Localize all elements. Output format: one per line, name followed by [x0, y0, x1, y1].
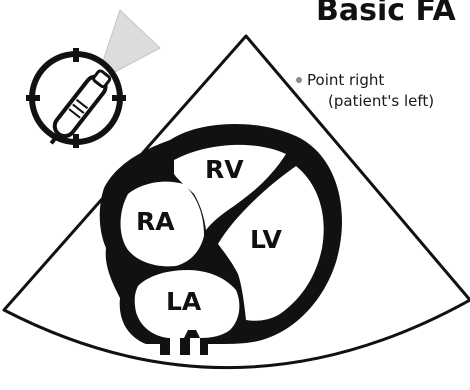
diagram-title: Basic FA	[316, 0, 457, 28]
pulmonary-vein-right	[190, 338, 200, 356]
label-ra: RA	[136, 207, 175, 236]
pulmonary-vein-left	[170, 338, 180, 356]
instruction-line-2: (patient's left)	[328, 92, 434, 110]
label-rv: RV	[205, 155, 244, 184]
instruction-bullet	[296, 77, 302, 83]
label-la: LA	[166, 287, 202, 316]
label-lv: LV	[250, 225, 282, 254]
instruction-line-1: Point right	[307, 71, 384, 89]
transducer-probe-icon	[26, 10, 160, 150]
